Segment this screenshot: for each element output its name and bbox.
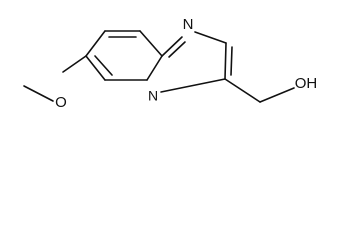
bond-c9-o (62, 55, 87, 73)
oxygen-label-methoxy: O (55, 94, 67, 111)
bond-c8-c9 (85, 55, 106, 81)
nitrogen-label-bridge: N (148, 88, 158, 104)
bond-n-ring-c2 (194, 31, 227, 44)
nitrogen-label-ring: N (183, 16, 194, 33)
bond-c6-c7 (139, 30, 163, 57)
bond-c2-c3-inner (230, 46, 233, 76)
bond-c7-n-bridge (146, 55, 163, 81)
chemical-structure-canvas: N N O OH (23, 15, 318, 111)
bond-c7-n-ring-inner (168, 41, 186, 58)
bond-ch2-oh (259, 87, 295, 103)
bond-o-methyl (23, 85, 54, 102)
bond-c2-c3 (224, 42, 227, 80)
chemical-structure-diagram: N N O OH (23, 16, 318, 111)
bond-c3-n-bridge (160, 78, 226, 93)
bond-c7-n-ring (161, 36, 183, 57)
bond-c9-c5 (85, 30, 106, 57)
bond-c3-ch2 (224, 78, 261, 103)
bond-c8-c9-inner (94, 55, 113, 76)
hydroxyl-label: OH (295, 75, 318, 92)
